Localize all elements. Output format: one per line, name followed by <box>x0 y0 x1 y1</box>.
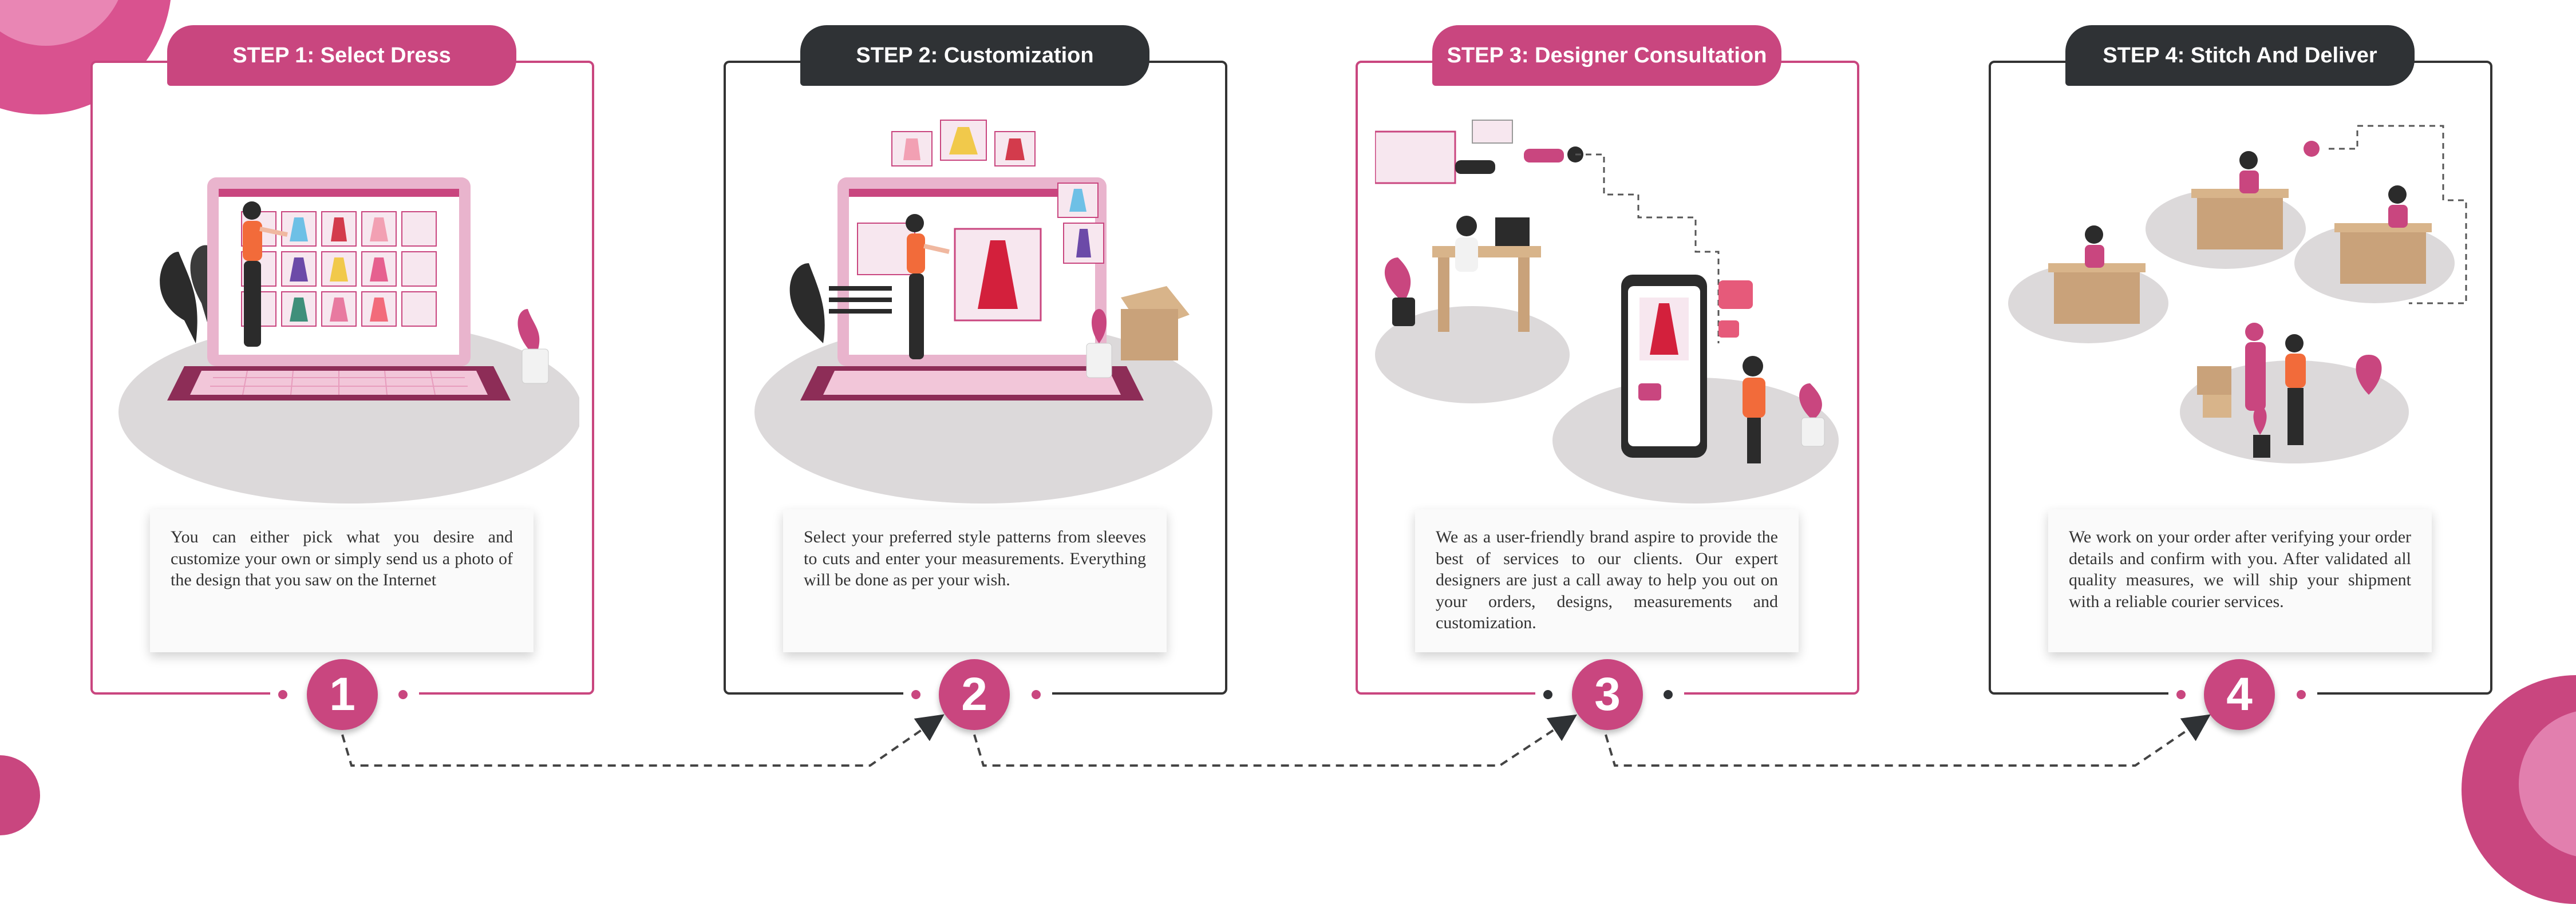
flow-arrow-2-3 <box>973 714 1578 767</box>
step-card-1: STEP 1: Select Dress <box>90 25 594 697</box>
step-card-4: STEP 4: Stitch And Deliver We work on yo… <box>1989 25 2492 697</box>
laptop-dress-catalog-icon <box>118 177 579 503</box>
step-number-3: 3 <box>1572 659 1643 730</box>
step-number-1: 1 <box>307 659 378 730</box>
step-title-4: STEP 4: Stitch And Deliver <box>2065 25 2415 86</box>
designer-call-icon <box>1375 120 1839 503</box>
step-title-2: STEP 2: Customization <box>800 25 1149 86</box>
step-description-1: You can either pick what you desire and … <box>150 509 534 652</box>
step-marker-dot-2a <box>911 690 920 699</box>
step-title-3: STEP 3: Designer Consultation <box>1432 25 1781 86</box>
step-marker-dot-2b <box>1032 690 1041 699</box>
step-description-4: We work on your order after verifying yo… <box>2048 509 2432 652</box>
flow-arrow-1-2 <box>341 714 945 767</box>
step-card-3: STEP 3: Designer Consultation We as a us… <box>1356 25 1859 697</box>
step-marker-dot-4a <box>2176 690 2186 699</box>
step-marker-dot-1a <box>278 690 287 699</box>
step-marker-dot-1b <box>398 690 408 699</box>
step-marker-dot-3a <box>1543 690 1552 699</box>
step-title-1: STEP 1: Select Dress <box>167 25 516 86</box>
step-number-2: 2 <box>939 659 1010 730</box>
step-card-2: STEP 2: Customization Select your prefer… <box>724 25 1227 697</box>
tailoring-delivery-icon <box>2008 125 2467 463</box>
step-number-4: 4 <box>2204 659 2275 730</box>
customization-screen-icon <box>754 120 1212 503</box>
step-description-3: We as a user-friendly brand aspire to pr… <box>1415 509 1799 652</box>
flow-connector <box>341 714 2211 767</box>
flow-arrow-3-4 <box>1605 714 2211 767</box>
step-marker-dot-3b <box>1664 690 1673 699</box>
step-marker-dot-4b <box>2297 690 2306 699</box>
step-description-2: Select your preferred style patterns fro… <box>783 509 1167 652</box>
